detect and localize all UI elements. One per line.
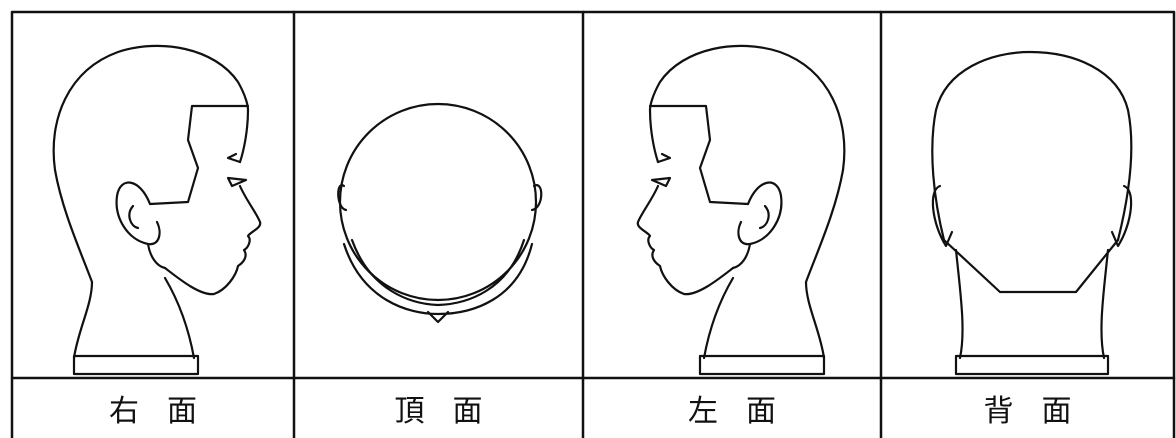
caption-right-view: 右 面 [12, 378, 294, 438]
head-right-side-view [54, 46, 261, 374]
caption-top-char-2: 面 [452, 394, 483, 429]
caption-back-char-2: 面 [1041, 394, 1072, 429]
caption-back-view: 背 面 [881, 378, 1174, 438]
caption-right-char-1: 右 [109, 394, 139, 429]
caption-back-char-1: 背 [983, 394, 1014, 429]
caption-top-char-1: 頂 [394, 394, 425, 429]
head-top-view [338, 104, 541, 322]
caption-left-view: 左 面 [583, 378, 881, 438]
caption-left-char-2: 面 [746, 394, 776, 429]
head-back-view [932, 52, 1131, 374]
caption-left-char-1: 左 [688, 394, 718, 429]
grid-frame [12, 12, 1174, 438]
caption-top-view: 頂 面 [294, 378, 583, 438]
head-left-side-view [638, 46, 845, 374]
caption-right-char-2: 面 [167, 394, 197, 429]
